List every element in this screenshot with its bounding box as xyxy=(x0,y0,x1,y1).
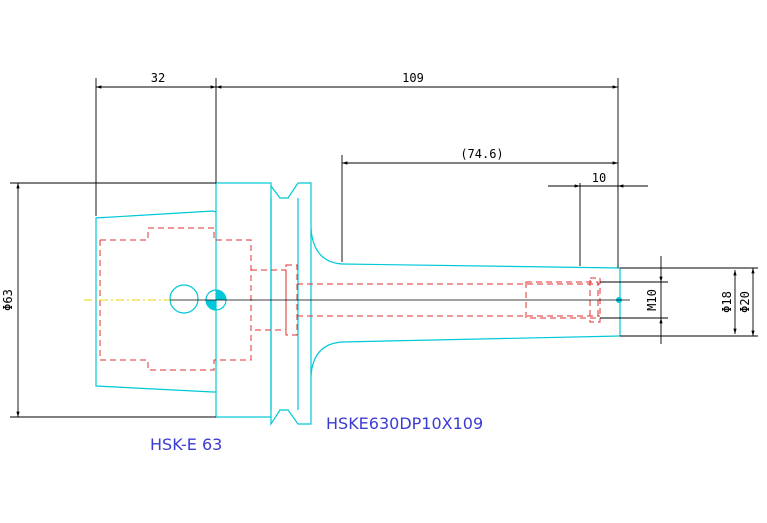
dim-thread-size: M10 xyxy=(645,289,659,311)
part-number-label: HSKE630DP10X109 xyxy=(326,414,483,433)
dimension-lines xyxy=(10,78,758,418)
dim-reference-length: (74.6) xyxy=(460,147,503,161)
dim-total-length: 109 xyxy=(402,71,424,85)
dim-inner-diameter: Φ18 xyxy=(720,291,734,313)
part-outline xyxy=(95,182,622,427)
dim-outer-diameter: Φ20 xyxy=(738,291,752,313)
hidden-lines xyxy=(99,227,601,371)
dim-flange-diameter: Φ63 xyxy=(1,289,15,311)
dim-flange-length: 32 xyxy=(151,71,165,85)
dim-thread-depth: 10 xyxy=(592,171,606,185)
interface-label: HSK-E 63 xyxy=(150,435,222,454)
